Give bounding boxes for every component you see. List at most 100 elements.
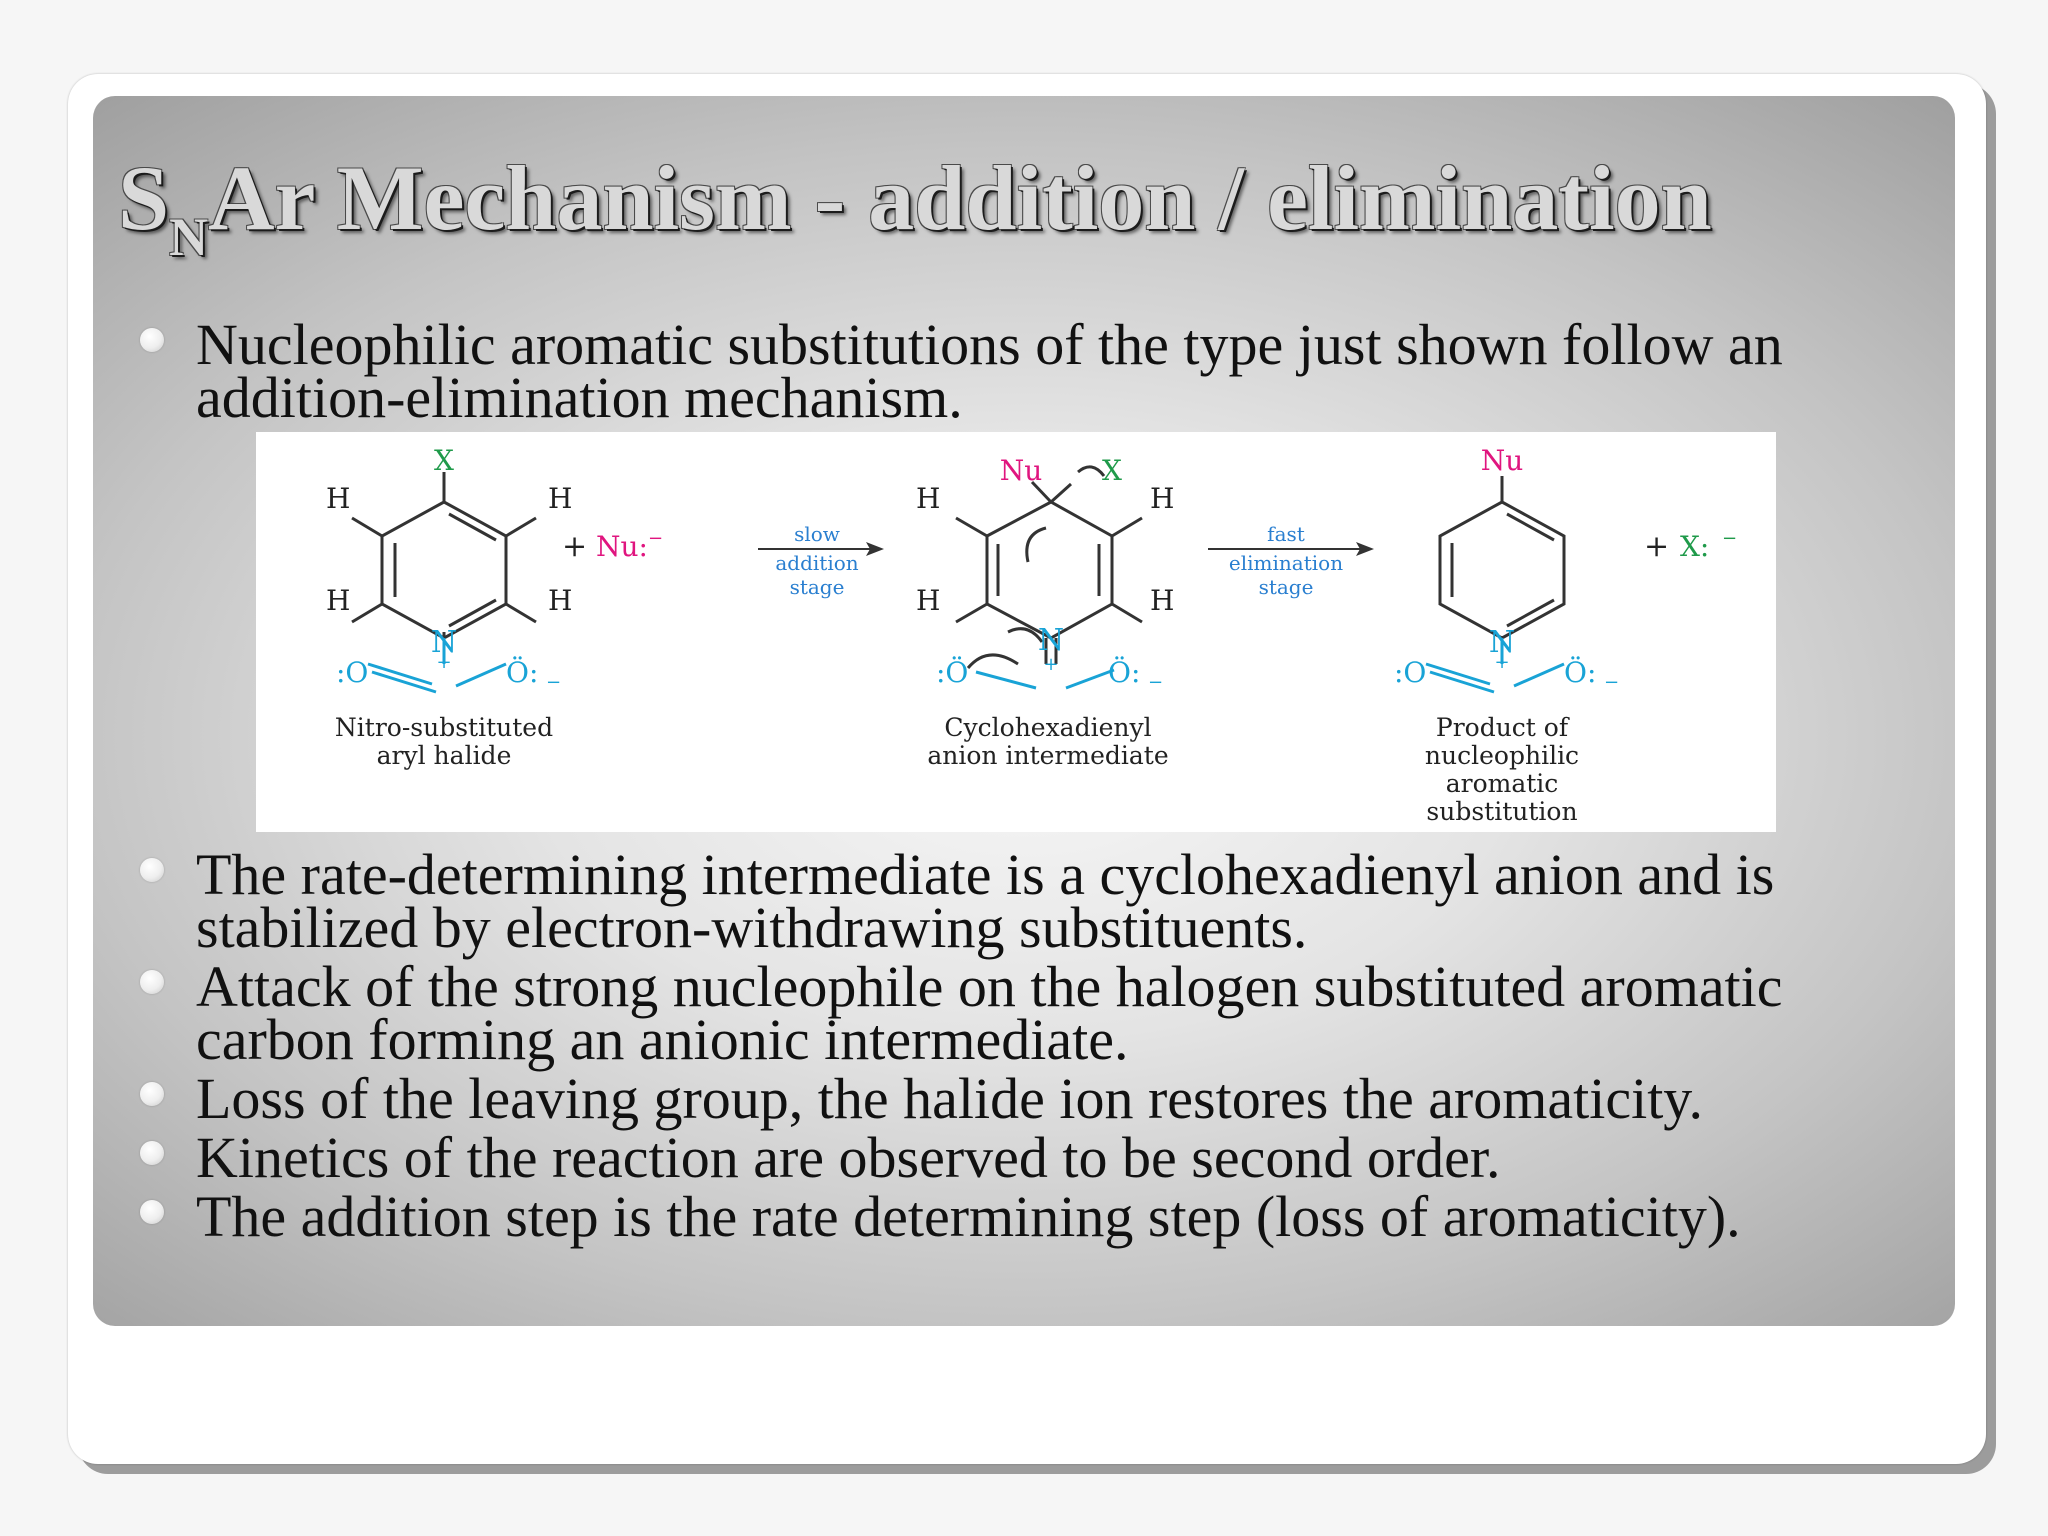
reactant-nitro-o-right: Ö: — [506, 655, 538, 689]
product-double-bond — [1506, 512, 1555, 542]
arrow-label-slow: slow — [794, 522, 840, 546]
reactant-bond-h — [505, 602, 537, 624]
bullet-text: The rate-determining intermediate is a c… — [196, 842, 1775, 960]
reactant-bond-h — [351, 602, 383, 624]
bullet-text: Attack of the strong nucleophile on the … — [196, 954, 1783, 1072]
bullet-dot-icon — [140, 328, 164, 352]
arrow-label-elimination: elimination — [1229, 551, 1343, 575]
curved-arrow-icon — [1025, 526, 1047, 563]
product-nu-atom: Nu — [1481, 444, 1524, 477]
reactant-no-double-bond — [367, 662, 433, 686]
curved-arrow-icon — [1077, 465, 1106, 477]
product-label-line2: nucleophilic — [1425, 741, 1579, 770]
product-label-line3: aromatic — [1446, 769, 1559, 798]
intermediate-no-bond — [975, 670, 1037, 690]
reactant-no-single-bond — [455, 662, 507, 688]
nucleophile-charge: − — [648, 528, 663, 549]
curved-arrow-icon — [1007, 627, 1044, 643]
bullet-list-details: The rate-determining intermediate is a c… — [138, 846, 1938, 1246]
intermediate-nitro-minus: − — [1148, 672, 1163, 693]
arrow-head-icon — [1356, 542, 1374, 556]
bullet-dot-icon — [140, 970, 164, 994]
product-label-line1: Product of — [1436, 713, 1570, 742]
bullet-item: The rate-determining intermediate is a c… — [138, 846, 1938, 957]
leaving-group-charge: − — [1722, 528, 1737, 549]
product-no-double-bond — [1425, 662, 1491, 686]
leaving-group-species: X: — [1680, 530, 1709, 563]
bullet-dot-icon — [140, 1200, 164, 1224]
title-s: S — [118, 147, 170, 249]
reactant-nitro-minus: − — [546, 672, 561, 693]
intermediate-h-atom: H — [1150, 584, 1174, 617]
intermediate-bond-nu — [1030, 480, 1053, 504]
intermediate-label-line1: Cyclohexadienyl — [944, 713, 1151, 742]
reactant-benzene-ring — [380, 500, 508, 640]
plus-sign: + — [1644, 529, 1669, 564]
slide-title: SNAr Mechanism - addition / elimination — [118, 152, 1712, 264]
bullet-item: Loss of the leaving group, the halide io… — [138, 1070, 1938, 1128]
bullet-item: The addition step is the rate determinin… — [138, 1188, 1938, 1246]
bullet-item: Attack of the strong nucleophile on the … — [138, 958, 1938, 1069]
reactant-h-atom: H — [548, 482, 572, 515]
product-double-bond — [1506, 598, 1555, 628]
product-label-line4: substitution — [1426, 797, 1577, 826]
fast-elimination-arrow — [1208, 542, 1374, 556]
intermediate-no-bond — [1065, 668, 1115, 690]
intermediate-h-atom: H — [1150, 482, 1174, 515]
intermediate-bond-h — [1111, 602, 1143, 624]
intermediate-nitro-n: N — [1038, 623, 1064, 658]
arrow-head-icon — [866, 542, 884, 556]
reactant-no-double-bond — [371, 670, 437, 694]
intermediate-bond-h — [955, 602, 988, 624]
bullet-text: The addition step is the rate determinin… — [196, 1184, 1741, 1249]
bullet-text: Loss of the leaving group, the halide io… — [196, 1066, 1704, 1131]
intermediate-x-atom: X — [1102, 454, 1122, 487]
reactant-h-atom: H — [326, 584, 350, 617]
arrow-label-addition: addition — [775, 551, 858, 575]
title-rest: Ar Mechanism - addition / elimination — [208, 147, 1712, 249]
bullet-dot-icon — [140, 1141, 164, 1165]
reactant-molecule — [351, 472, 537, 694]
intermediate-ring — [985, 500, 1114, 640]
bullet-item: Nucleophilic aromatic substitutions of t… — [138, 316, 1938, 427]
reactant-double-bond — [448, 512, 497, 542]
bullet-item: Kinetics of the reaction are observed to… — [138, 1129, 1938, 1187]
intermediate-nitro-o-left: :Ö — [936, 655, 968, 689]
intermediate-molecule — [955, 465, 1143, 690]
reactant-nitro-plus: + — [436, 652, 451, 673]
reactant-label-line1: Nitro-substituted — [335, 713, 553, 742]
product-nitro-o-left: :O — [1394, 656, 1426, 689]
intermediate-bond-h — [1111, 516, 1143, 538]
intermediate-nitro-o-right: Ö: — [1108, 655, 1140, 689]
reactant-nitro-o-left: :O — [336, 656, 368, 689]
product-nitro-o-right: Ö: — [1564, 655, 1596, 689]
bullet-dot-icon — [140, 1082, 164, 1106]
reactant-h-atom: H — [326, 482, 350, 515]
reactant-bond-h — [505, 516, 537, 538]
mechanism-diagram: X H H H H N + :O Ö: − Nitro-substituted … — [326, 444, 1737, 826]
intermediate-bond-x — [1049, 482, 1073, 504]
curved-arrow-icon — [966, 653, 1019, 669]
product-no-double-bond — [1429, 670, 1495, 694]
nucleophile-species: Nu: — [596, 530, 648, 563]
reactant-double-bond — [448, 598, 497, 628]
plus-sign: + — [562, 529, 587, 564]
intermediate-h-atom: H — [916, 584, 940, 617]
product-nitro-plus: + — [1494, 652, 1509, 673]
product-nitro-n: N — [1489, 625, 1515, 660]
reactant-label-line2: aryl halide — [377, 741, 512, 770]
product-nitro-minus: − — [1604, 672, 1619, 693]
intermediate-nitro-plus: + — [1043, 654, 1058, 675]
product-benzene-ring — [1438, 500, 1566, 640]
intermediate-h-atom: H — [916, 482, 940, 515]
title-subscript-n: N — [169, 207, 209, 267]
reactant-nitro-n: N — [431, 625, 457, 660]
intermediate-nu-atom: Nu — [1000, 454, 1043, 487]
bullet-list-intro: Nucleophilic aromatic substitutions of t… — [138, 316, 1938, 427]
product-no-single-bond — [1513, 662, 1565, 688]
reactant-bond-h — [351, 516, 383, 538]
product-molecule — [1425, 476, 1566, 694]
bullet-text: Nucleophilic aromatic substitutions of t… — [196, 312, 1783, 430]
intermediate-bond-h — [955, 516, 988, 538]
intermediate-label-line2: anion intermediate — [927, 741, 1168, 770]
